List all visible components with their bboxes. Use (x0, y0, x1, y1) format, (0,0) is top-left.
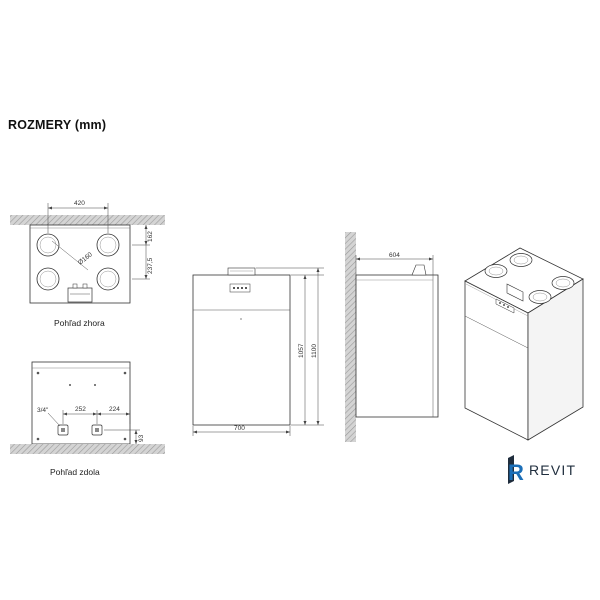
dim-top-offset: 162 (147, 231, 154, 242)
top-view: 420 162 237,5 Ø160 (10, 200, 165, 304)
dim-front-width: 700 (234, 425, 245, 432)
logo-mark: R (508, 460, 524, 485)
wall-hatch (10, 215, 165, 225)
dim-front-h2: 1100 (311, 344, 318, 358)
unit-front (192, 274, 291, 426)
dim-side-depth: 604 (389, 252, 400, 259)
dim-bottom-height: 93 (138, 434, 145, 442)
iso-side-face (527, 278, 584, 441)
isometric-view (464, 247, 584, 441)
iso-duct-port (484, 264, 508, 278)
side-view: 604 (345, 232, 439, 442)
label-bottom-view: Pohľad zdola (50, 467, 100, 477)
iso-duct-port (551, 276, 575, 290)
iso-duct-port (528, 290, 552, 304)
duct-port (96, 233, 120, 257)
duct-port (36, 233, 60, 257)
logo-mark-shadow (508, 455, 514, 484)
dim-bottom-b: 224 (109, 406, 120, 413)
dim-bottom-a: 252 (75, 406, 86, 413)
control-panel (229, 283, 251, 293)
wall-hatch (345, 232, 356, 442)
dim-top-depth: 237,5 (147, 257, 154, 274)
duct-port (96, 267, 120, 291)
bottom-view: 252 224 3/4" 93 (10, 361, 165, 454)
revit-logo: R (508, 455, 524, 485)
front-view: 700 1057 1100 (192, 267, 324, 436)
unit-side (355, 274, 439, 418)
top-connector (227, 267, 256, 276)
iso-duct-port (509, 253, 533, 267)
logo-text: REVIT (529, 462, 577, 478)
iso-control-box (506, 283, 524, 302)
control-box (67, 287, 93, 303)
top-connector (411, 264, 427, 276)
page-title: ROZMERY (mm) (8, 118, 107, 132)
dim-bottom-thread: 3/4" (37, 407, 49, 414)
wall-hatch (10, 444, 165, 454)
dim-front-h1: 1057 (298, 343, 305, 358)
unit-outline (31, 361, 131, 445)
label-top-view: Pohľad zhora (54, 318, 105, 328)
dim-top-width: 420 (74, 200, 85, 207)
duct-port (36, 267, 60, 291)
